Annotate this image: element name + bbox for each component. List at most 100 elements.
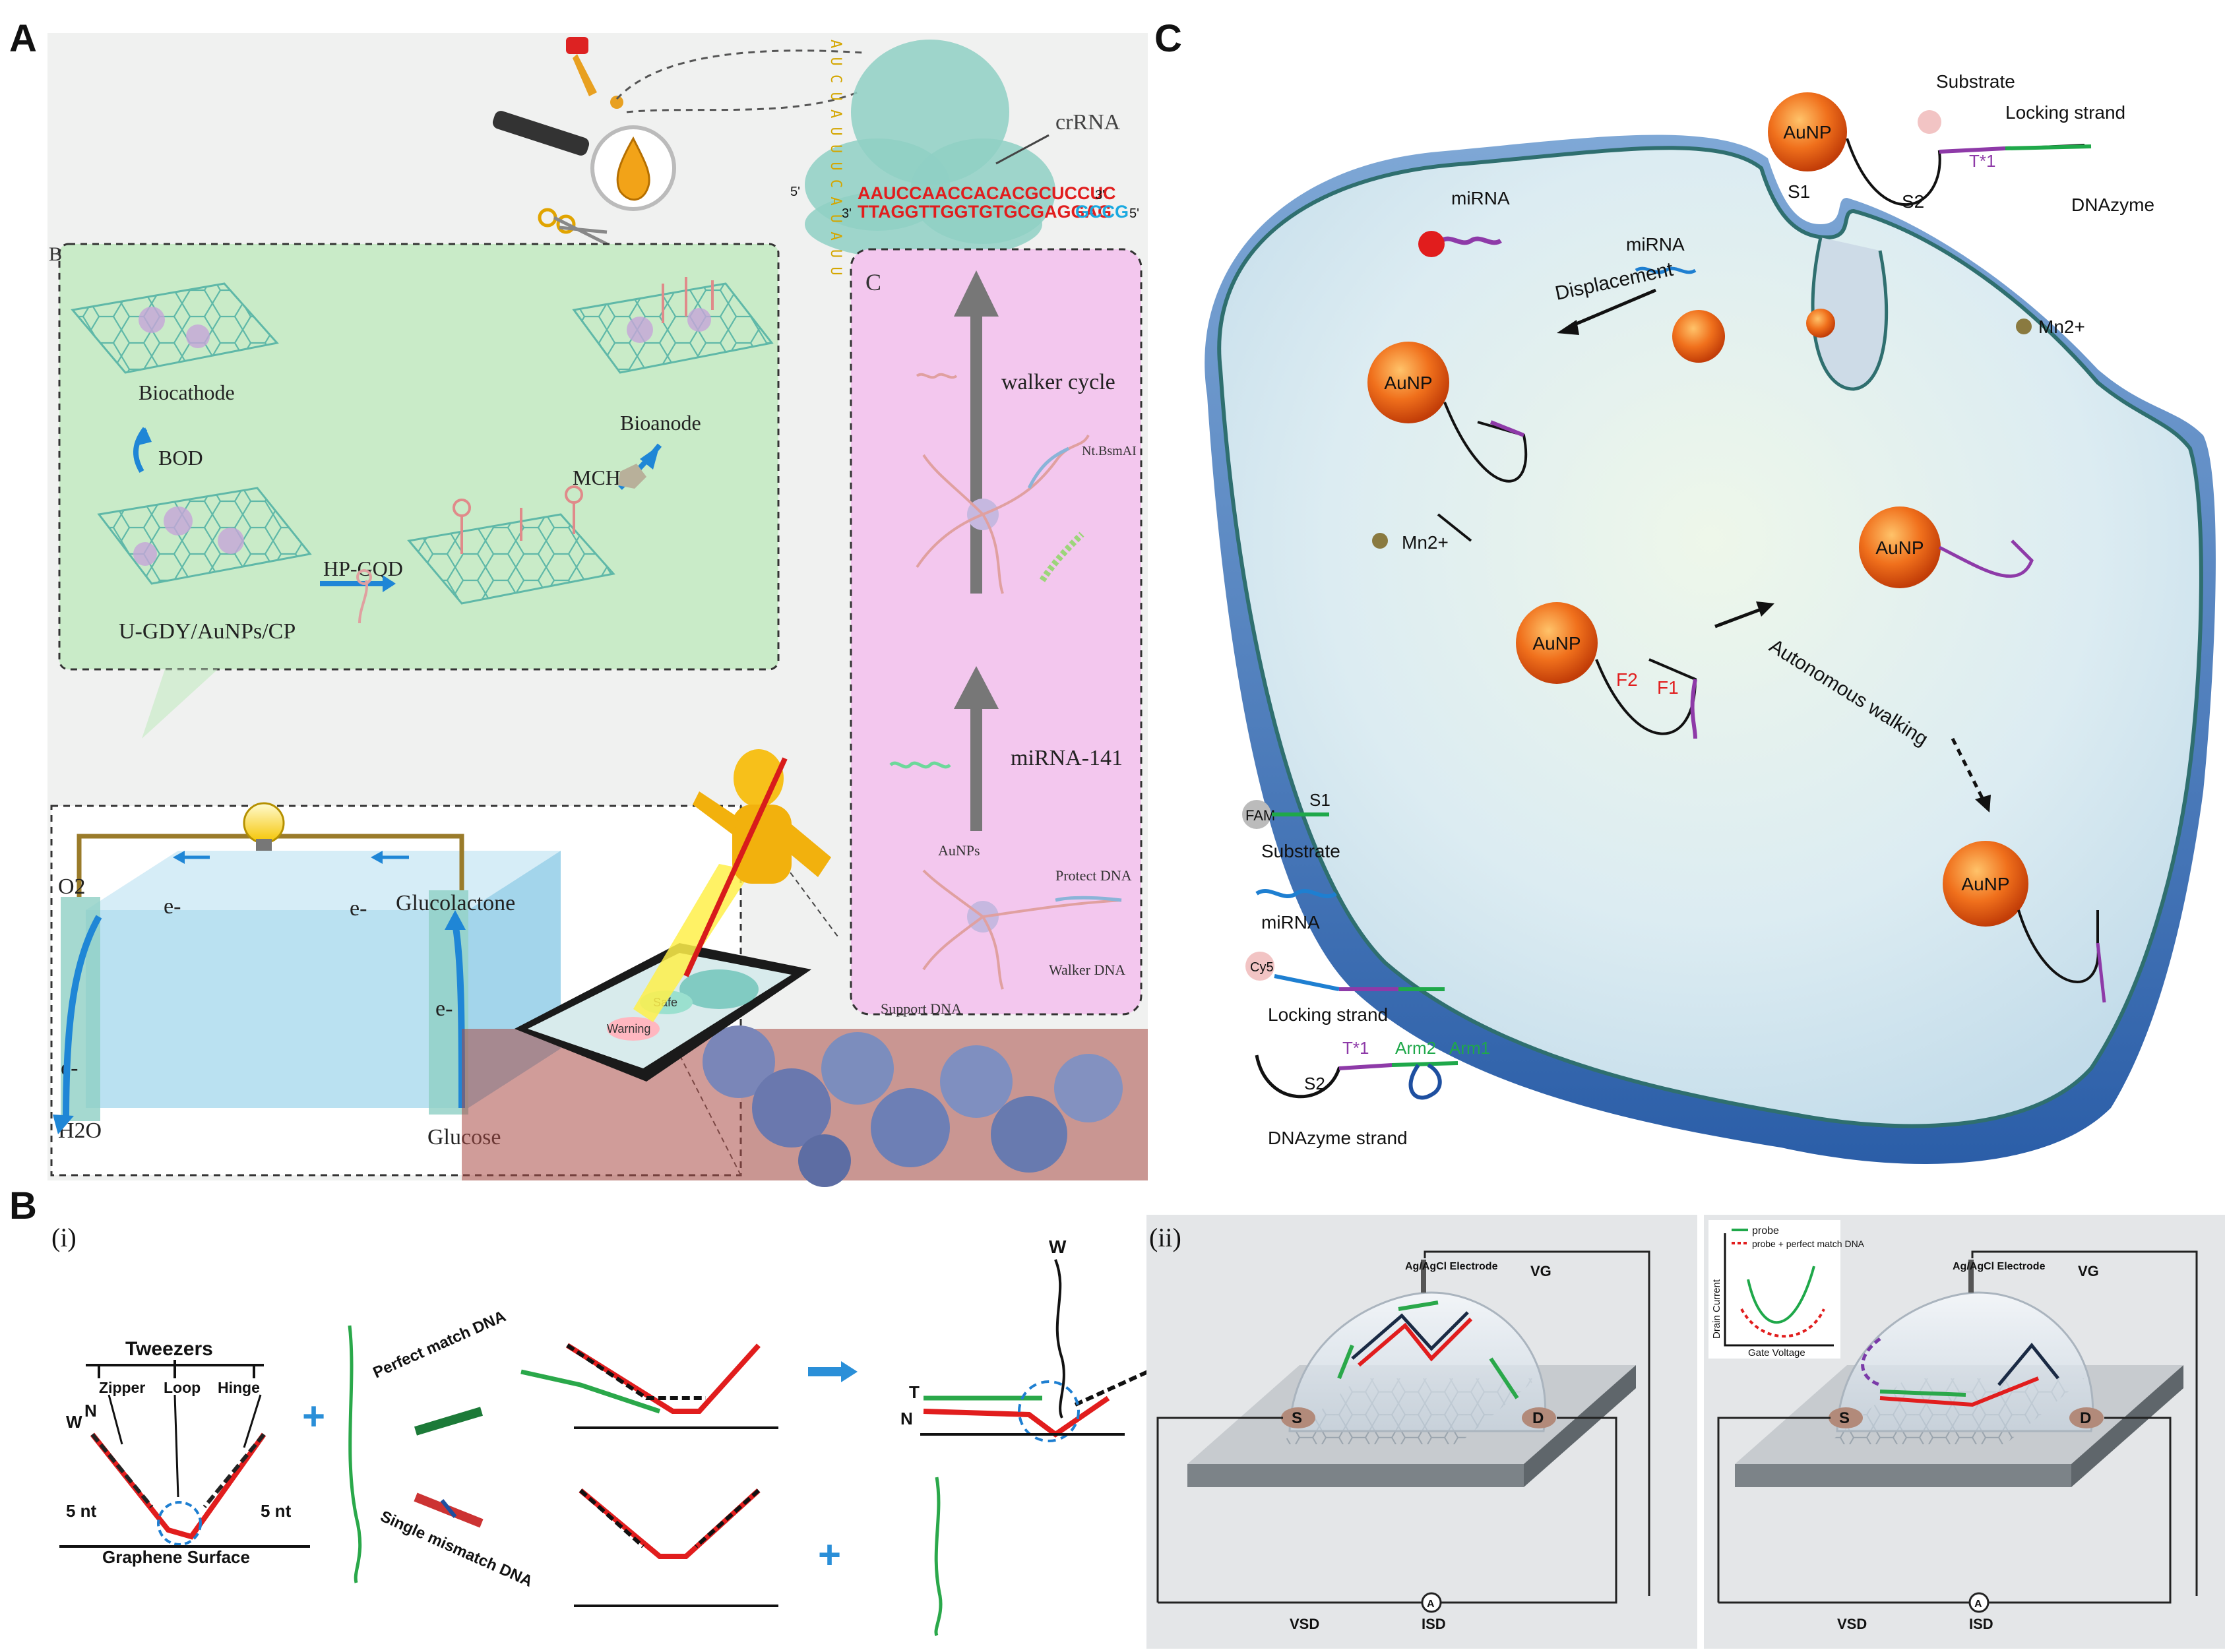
- mch-label: MCH: [573, 466, 621, 489]
- tumor-tissue: [462, 1025, 1148, 1187]
- o2-label: O2: [58, 874, 86, 899]
- substrate-side: [2071, 1365, 2183, 1487]
- source-pad: [1281, 1407, 1315, 1428]
- legend-fam: FAM: [1245, 807, 1275, 824]
- legend-cy5: Cy5: [1250, 960, 1274, 975]
- legend-dnazyme: DNAzyme strand: [1268, 1128, 1408, 1148]
- mirna-label-top: miRNA: [1451, 188, 1510, 208]
- isd-label: ISD: [1969, 1616, 1993, 1632]
- drain-wire: [1158, 1417, 1617, 1604]
- bod-arrow: [133, 427, 148, 474]
- bioanode-label: Bioanode: [620, 411, 701, 435]
- probe-red: [1358, 1317, 1473, 1367]
- mirna141-strand: [889, 761, 951, 769]
- target-bound: [1879, 1390, 1966, 1397]
- electron-label: e-: [350, 896, 367, 921]
- aunp-particle: [1516, 602, 1598, 684]
- drain-wire: [1718, 1417, 2172, 1604]
- reduction-arrowhead: [53, 1115, 74, 1134]
- opened-black: [1074, 1370, 1149, 1407]
- unhybridized-black: [579, 1488, 761, 1548]
- source-wire: [1717, 1417, 1831, 1603]
- mch-arrowhead: [640, 445, 660, 470]
- probe-red: [1879, 1376, 2040, 1407]
- zipper-pointer: [108, 1394, 123, 1445]
- hairpin-loop: [356, 569, 372, 585]
- hp-gqd-arrowhead: [383, 575, 396, 592]
- inset-y-label: Drain Current: [1711, 1279, 1722, 1339]
- drain-label: D: [2080, 1409, 2091, 1427]
- isd-label: ISD: [1422, 1616, 1446, 1632]
- scissors-icon: [538, 208, 608, 246]
- inset-axes: [1724, 1233, 1834, 1347]
- aunp-label: AuNP: [1961, 874, 2009, 894]
- crrna-sequence: AAUCCAACCACACGCUCCUC: [858, 183, 1115, 203]
- hairpin-sheet: [407, 485, 615, 605]
- legend-arm2: Arm2: [1395, 1038, 1436, 1058]
- inset-x-label: Gate Voltage: [1748, 1347, 1805, 1359]
- bioanode-sheet: [572, 277, 774, 374]
- cas-protein: [805, 40, 1055, 260]
- mirna-arrowhead: [954, 666, 999, 709]
- legend-mirna: miRNA: [1261, 912, 1320, 933]
- w-label-top: W: [1049, 1237, 1067, 1257]
- mn-label-right: Mn2+: [2038, 317, 2085, 337]
- released-strand-w: [1054, 1259, 1065, 1419]
- prime-3-bottom: 3': [842, 206, 852, 221]
- vg-label: VG: [2078, 1263, 2099, 1279]
- inset-b-letter: B: [49, 243, 62, 265]
- graphene-surface-label: Graphene Surface: [102, 1547, 250, 1567]
- source-pad: [1829, 1407, 1863, 1428]
- vsd-label: VSD: [1837, 1616, 1867, 1632]
- pam-sequence: GCCG: [1075, 202, 1129, 222]
- aunp-probe-1: AuNP: [1367, 342, 1528, 483]
- legend-cy5-marker: [1245, 952, 1274, 981]
- walker-strands: [916, 434, 1090, 594]
- probe-dark: [1351, 1311, 1469, 1360]
- probe-curve: [1747, 1266, 1815, 1324]
- biocathode-sheet: [71, 282, 279, 374]
- target-strand: [348, 1325, 362, 1583]
- aunp-particle: [1768, 92, 1847, 171]
- ammeter-label: A: [1974, 1599, 1982, 1610]
- substrate-front: [1735, 1464, 2071, 1487]
- probe-match-curve: [1740, 1308, 1825, 1338]
- biofuel-cell-device: O2 e- e- e- e- H2O Glucolactone Glucose: [50, 802, 742, 1177]
- gate-wire: [1971, 1250, 2198, 1596]
- aunp-probe-top: AuNP: [1768, 92, 1847, 171]
- aunp-endosome: [1806, 309, 1835, 338]
- complex-green: [520, 1369, 661, 1414]
- electron-flow-arrowhead: [173, 851, 185, 864]
- n-label-right: N: [900, 1409, 913, 1428]
- walker-dna-strand: [1027, 446, 1070, 489]
- fet-device-left: S D Ag/AgCl Electrode VG A VSD ISD: [1156, 1250, 1650, 1632]
- reduction-arrow: [63, 915, 102, 1122]
- walker-dna-label: Walker DNA: [1049, 962, 1125, 978]
- single-mismatch-label: Single mismatch DNA: [378, 1508, 536, 1591]
- panel-a: A A U C U A U U U C A U A U U crRNA: [9, 17, 1148, 1187]
- aunp-probe-3: AuNP: [1859, 506, 2034, 588]
- protect-dna-label: Protect DNA: [1055, 867, 1132, 884]
- legend-dnazyme-arms: [1391, 1061, 1458, 1067]
- opened-red: [923, 1395, 1110, 1438]
- loop-circle: [157, 1501, 202, 1546]
- mn-dot: [2016, 319, 2032, 334]
- electrolyte: [86, 910, 468, 1108]
- legend-arm1: Arm1: [1449, 1038, 1490, 1058]
- walker-cycle-label: walker cycle: [1001, 370, 1115, 394]
- transfer-curve-inset: [1708, 1220, 1840, 1359]
- panel-b-i-label: (i): [51, 1223, 77, 1252]
- aunp-label: AuNP: [1875, 537, 1924, 558]
- legend-dnazyme-t1: [1338, 1063, 1393, 1070]
- aunp-probe-2: AuNP F2 F1: [1516, 602, 1697, 739]
- panel-c-legend: FAM S1 Substrate miRNA Cy5 Locking stran…: [1242, 790, 1490, 1148]
- ammeter-icon: [1968, 1592, 1990, 1613]
- opened-complex: W T N: [900, 1237, 1149, 1442]
- source-wire: [1156, 1417, 1283, 1603]
- complex-red: [565, 1343, 761, 1414]
- electron-label: e-: [164, 894, 181, 919]
- electrode-label: U-GDY/AuNPs/CP: [119, 619, 296, 644]
- oxidation-arrowhead: [445, 910, 466, 930]
- released-strand: [916, 373, 958, 379]
- free-mismatch-strand: [934, 1477, 943, 1637]
